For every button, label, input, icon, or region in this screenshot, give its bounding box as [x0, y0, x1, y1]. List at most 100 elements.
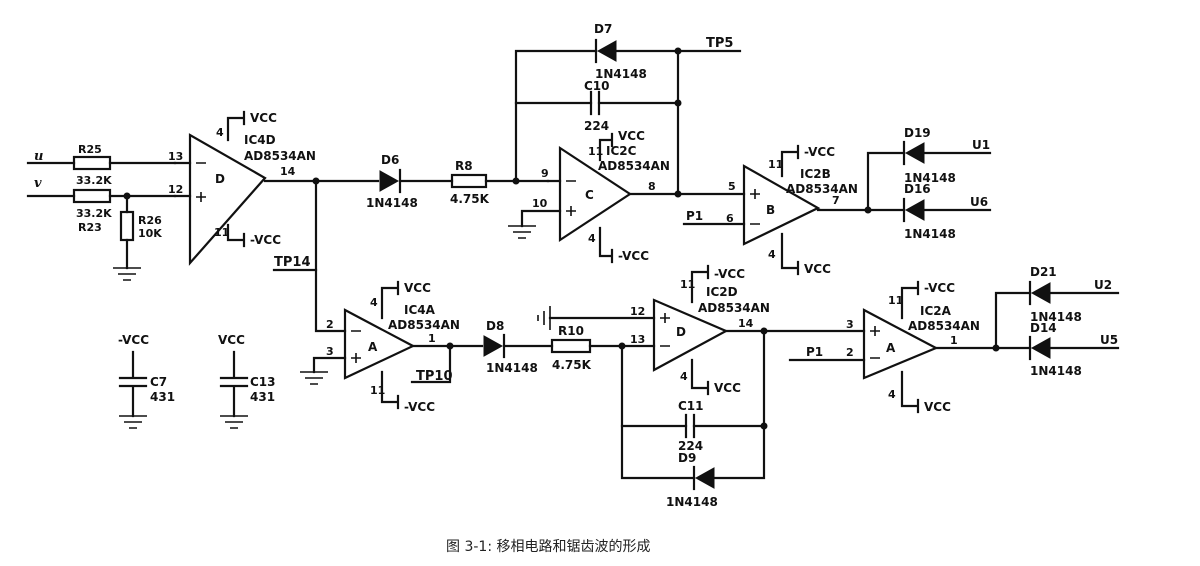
r23-value: 33.2K	[76, 207, 112, 220]
bypass-capacitors: -VCC C7 431 VCC C13 431	[118, 333, 276, 429]
r23-name: R23	[78, 221, 102, 234]
diode-d19	[904, 142, 925, 164]
ic2d-pin-plus: 12	[630, 305, 645, 318]
d8-part: 1N4148	[486, 361, 538, 375]
r26-name: R26	[138, 214, 162, 227]
junction	[992, 344, 1000, 352]
ic4a-pin-minus: 2	[326, 318, 334, 331]
upper-path: TP14 D6 1N4148 R8 4.75K C10 224 D7 1N414…	[263, 22, 742, 333]
ic2c-pin-vee: 4	[588, 232, 596, 245]
c13-value: 431	[250, 390, 275, 404]
opamp-ic2a	[862, 308, 939, 380]
ic4d-pin-plus: 12	[168, 183, 183, 196]
ic2a-vee: VCC	[924, 400, 951, 414]
c10-value: 224	[584, 119, 609, 133]
ic2a-pin-vcc: 11	[888, 294, 903, 307]
diode-d16	[904, 199, 925, 221]
tp14-label: TP14	[274, 255, 311, 270]
d7-part: 1N4148	[595, 67, 647, 81]
ic2d-part: AD8534AN	[698, 301, 770, 315]
ic2d-pin-minus: 13	[630, 333, 645, 346]
ic4d-vcc: VCC	[250, 111, 277, 125]
output-u6: U6	[970, 195, 988, 209]
wire-d9-loop	[620, 329, 766, 480]
d19-name: D19	[904, 126, 931, 140]
ic4a-supply-top	[380, 280, 400, 320]
ic2d-pin-out: 14	[738, 317, 754, 330]
ic2a-polarity	[870, 326, 880, 359]
ic2c-pin-plus: 10	[532, 197, 548, 210]
ic4d-letter: D	[215, 172, 225, 186]
opamp-ic2c	[558, 145, 633, 243]
r10-value: 4.75K	[552, 358, 592, 372]
r25-value: 33.2K	[76, 174, 112, 187]
ic2c-supply-bottom	[598, 226, 614, 264]
junction	[760, 422, 768, 430]
capacitor-c10	[589, 90, 601, 116]
output-u1: U1	[972, 138, 990, 152]
opamp-ic4d	[188, 133, 267, 266]
c11-value: 224	[678, 439, 703, 453]
ic2b-letter: B	[766, 203, 775, 217]
ic4a-supply-bottom	[380, 370, 400, 410]
wire-ic2a-out	[934, 291, 1120, 350]
c11-name: C11	[678, 399, 704, 413]
ic2a-pin-minus: 2	[846, 346, 854, 359]
p1-bottom-label: P1	[806, 345, 823, 359]
junction	[674, 190, 682, 198]
ground-icon	[300, 371, 328, 385]
opamp-ic2a-group: A 3 2 P1 11 -VCC IC2A AD8534AN 4 VCC 1 D…	[788, 265, 1120, 414]
junction	[864, 206, 872, 214]
ic2c-pin-vcc: 11	[588, 145, 603, 158]
opamp-ic4a-group: A 2 3 4 VCC IC4A AD8534AN 11 -VCC 1 TP10…	[300, 280, 656, 414]
ic2c-vcc: VCC	[618, 129, 645, 143]
opamp-ic2c-group: C 9 10 11 VCC IC2C AD8534AN 4 -VCC 8	[508, 129, 746, 264]
d6-name: D6	[381, 153, 399, 167]
ic4d-ref: IC4D	[244, 133, 276, 147]
d16-name: D16	[904, 182, 931, 196]
input-stage: u v R25 33.2K 33.2K R23 R26 10K D 13 12 …	[26, 110, 316, 281]
r10-name: R10	[558, 324, 584, 338]
ic2a-part: AD8534AN	[908, 319, 980, 333]
ic2b-vee: VCC	[804, 262, 831, 276]
ic2d-polarity	[660, 313, 670, 347]
input-v-label: v	[34, 176, 42, 191]
ic2b-pin-out: 7	[832, 194, 840, 207]
ic4a-pin-out: 1	[428, 332, 436, 345]
c7-supply: -VCC	[118, 333, 149, 347]
ic2b-ref: IC2B	[800, 167, 831, 181]
diode-d9	[694, 467, 715, 489]
capacitor-c11	[684, 413, 696, 439]
d7-name: D7	[594, 22, 612, 36]
ic4a-vcc: VCC	[404, 281, 431, 295]
ic2d-letter: D	[676, 325, 686, 339]
ic4d-supply-bottom	[226, 223, 246, 248]
ground-icon	[220, 415, 248, 429]
ground-icon	[537, 306, 551, 330]
c7-name: C7	[150, 375, 167, 389]
ic2d-ref: IC2D	[706, 285, 738, 299]
resistor-r10	[550, 338, 592, 354]
ic2c-part: AD8534AN	[598, 159, 670, 173]
ic2d-supply-bottom	[690, 358, 710, 396]
resistor-r25	[72, 155, 112, 171]
ic4a-plus-gnd	[312, 356, 347, 374]
ic2a-pin-vee: 4	[888, 388, 896, 401]
diode-d6	[379, 170, 400, 192]
ic4d-polarity	[196, 162, 206, 202]
wire-tp14	[314, 179, 347, 333]
diode-d8	[483, 335, 504, 357]
ic2b-pin-vee: 4	[768, 248, 776, 261]
wire-tp10	[410, 344, 452, 384]
ic2a-vcc: -VCC	[924, 281, 955, 295]
ic2d-supply-top	[690, 264, 710, 304]
opamp-ic2d-group: D 12 13 C11 224 D9 1N4148 11 -VCC IC2D A…	[537, 264, 866, 509]
ic2c-inputs	[520, 179, 562, 228]
ic2c-supply-top	[598, 132, 614, 162]
ic2c-ref: IC2C	[606, 144, 637, 158]
c7-value: 431	[150, 390, 175, 404]
ic4a-pin-vee: 11	[370, 384, 385, 397]
ic2a-pin-plus: 3	[846, 318, 854, 331]
